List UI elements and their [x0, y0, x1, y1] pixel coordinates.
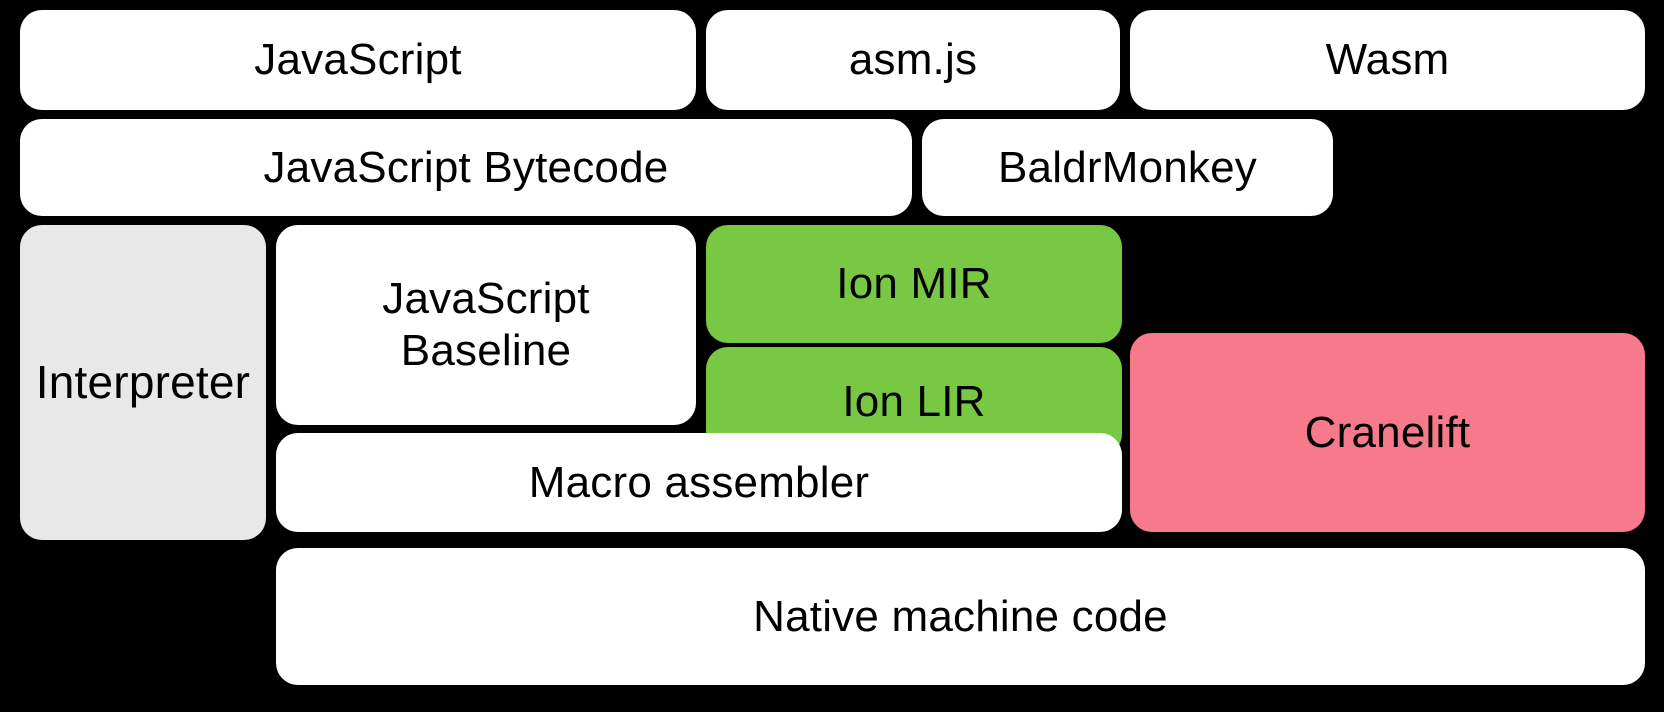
- node-asmjs-label: asm.js: [848, 35, 978, 85]
- node-interpreter[interactable]: Interpreter: [20, 225, 266, 540]
- node-wasm-label: Wasm: [1325, 35, 1450, 85]
- node-ion-lir-label: Ion LIR: [842, 376, 986, 426]
- node-asmjs[interactable]: asm.js: [706, 10, 1120, 110]
- node-native-machine-code[interactable]: Native machine code: [276, 548, 1645, 685]
- node-macro-assembler-label: Macro assembler: [528, 457, 870, 507]
- node-baldrmonkey[interactable]: BaldrMonkey: [922, 119, 1333, 216]
- node-interpreter-label: Interpreter: [35, 356, 251, 409]
- node-cranelift[interactable]: Cranelift: [1130, 333, 1645, 532]
- node-ion-mir[interactable]: Ion MIR: [706, 225, 1122, 343]
- node-javascript-bytecode[interactable]: JavaScript Bytecode: [20, 119, 912, 216]
- node-javascript-label: JavaScript: [254, 35, 462, 85]
- node-wasm[interactable]: Wasm: [1130, 10, 1645, 110]
- node-javascript-baseline-label: JavaScript Baseline: [382, 274, 590, 375]
- node-cranelift-label: Cranelift: [1304, 407, 1471, 457]
- node-ion-mir-label: Ion MIR: [836, 259, 992, 309]
- node-native-machine-code-label: Native machine code: [753, 591, 1168, 641]
- node-javascript[interactable]: JavaScript: [20, 10, 696, 110]
- node-javascript-baseline[interactable]: JavaScript Baseline: [276, 225, 696, 425]
- node-baldrmonkey-label: BaldrMonkey: [998, 142, 1257, 192]
- node-macro-assembler[interactable]: Macro assembler: [276, 433, 1122, 532]
- node-javascript-bytecode-label: JavaScript Bytecode: [263, 142, 669, 192]
